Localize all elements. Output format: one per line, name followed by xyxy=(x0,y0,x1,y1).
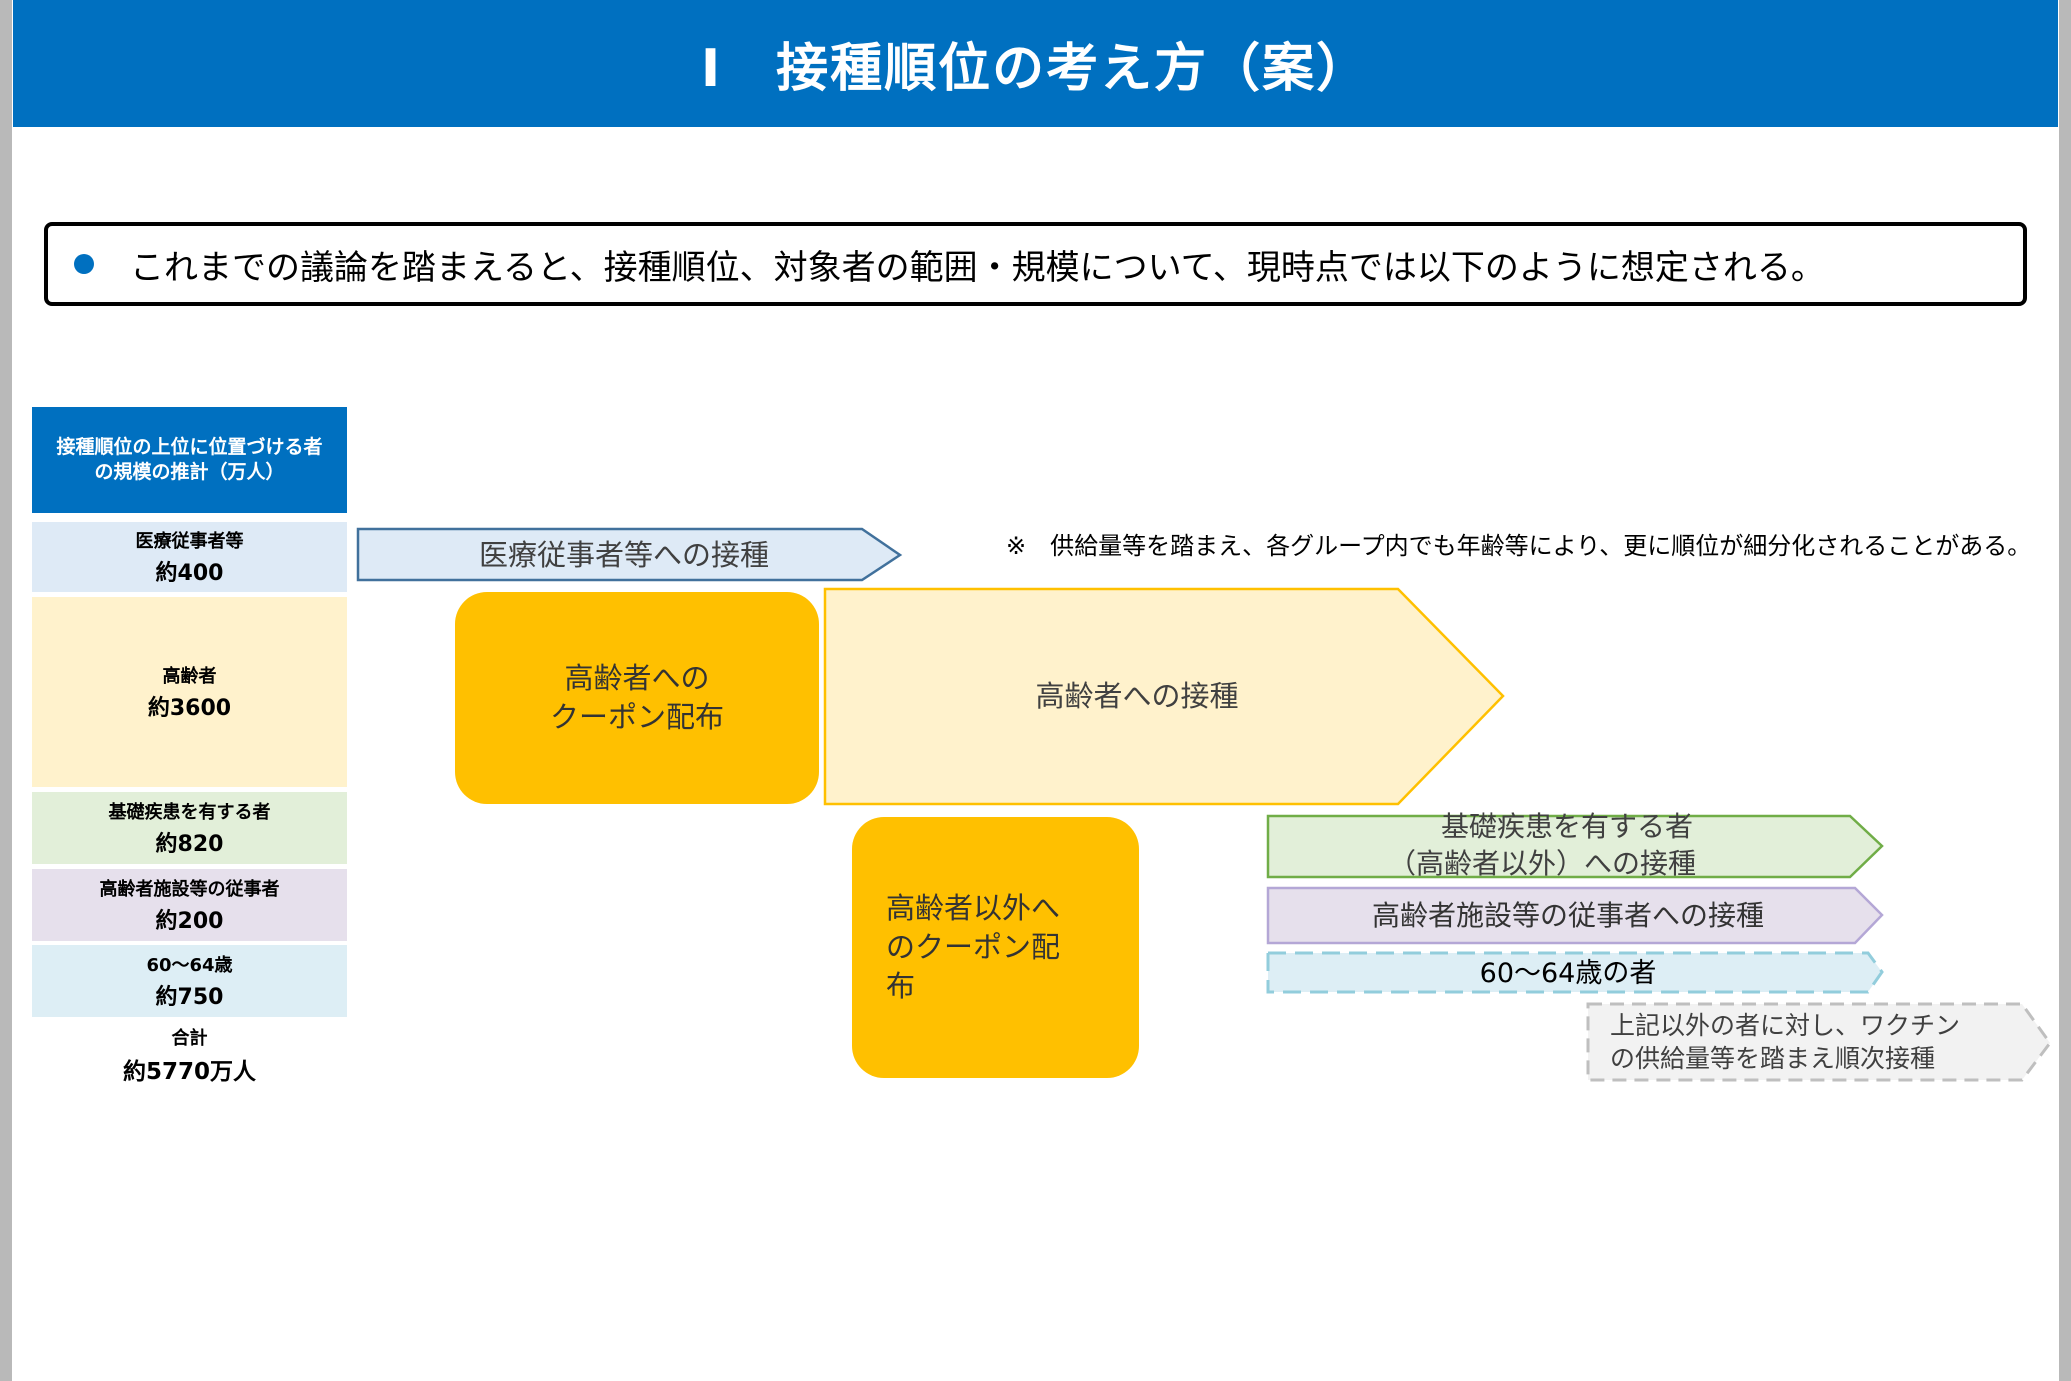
estimate-total-count: 約5770万人 xyxy=(122,1059,256,1085)
arrow-facility-label: 高齢者施設等の従事者への接種 xyxy=(1372,899,1764,932)
estimate-row-count: 約400 xyxy=(155,561,224,586)
estimate-row-count: 約200 xyxy=(155,909,224,934)
arrow-facility-workers xyxy=(1266,886,1884,945)
estimate-row-medical: 医療従事者等 約400 xyxy=(32,522,347,592)
estimate-row-count: 約3600 xyxy=(147,696,232,721)
arrow-medical-workers xyxy=(356,527,903,582)
estimate-row-underlying: 基礎疾患を有する者 約820 xyxy=(32,792,347,864)
arrow-medical-label: 医療従事者等への接種 xyxy=(479,538,769,572)
arrow-underlying-label-2: （高齢者以外）への接種 xyxy=(1388,847,1696,880)
estimate-total: 合計 約5770万人 xyxy=(32,1024,347,1086)
estimate-table-header: 接種順位の上位に位置づける者 の規模の推計（万人） xyxy=(32,407,347,513)
estimate-row-name: 高齢者施設等の従事者 xyxy=(99,879,280,900)
arrow-underlying-label-1: 基礎疾患を有する者 xyxy=(1441,810,1693,843)
slide-title: Ⅰ 接種順位の考え方（案） xyxy=(13,0,2058,127)
window-frame-right xyxy=(2059,0,2071,1381)
estimate-row-name: 基礎疾患を有する者 xyxy=(108,802,271,823)
estimate-row-facility: 高齢者施設等の従事者 約200 xyxy=(32,869,347,941)
footnote: ※ 供給量等を踏まえ、各グループ内でも年齢等により、更に順位が細分化されることが… xyxy=(1006,532,2032,560)
arrow-others-label-2: の供給量等を踏まえ順次接種 xyxy=(1610,1044,1935,1073)
estimate-row-count: 約750 xyxy=(155,985,224,1010)
arrow-elderly xyxy=(823,587,1505,806)
estimate-row-elderly: 高齢者 約3600 xyxy=(32,597,347,787)
summary-text: これまでの議論を踏まえると、接種順位、対象者の範囲・規模について、現時点では以下… xyxy=(130,247,1825,288)
arrow-others-label-1: 上記以外の者に対し、ワクチン xyxy=(1610,1011,1960,1040)
window-frame-left xyxy=(0,0,12,1381)
summary-box: これまでの議論を踏まえると、接種順位、対象者の範囲・規模について、現時点では以下… xyxy=(44,222,2027,306)
arrow-age60-label: 60～64歳の者 xyxy=(1480,958,1657,989)
estimate-row-name: 医療従事者等 xyxy=(135,531,244,552)
estimate-total-label: 合計 xyxy=(171,1028,208,1049)
coupon-elderly: 高齢者への クーポン配布 xyxy=(455,592,819,804)
estimate-row-name: 60～64歳 xyxy=(146,955,233,976)
coupon-non-elderly: 高齢者以外へ のクーポン配 布 xyxy=(852,817,1139,1078)
estimate-row-count: 約820 xyxy=(155,832,224,857)
arrow-age-60-64 xyxy=(1266,951,1884,994)
bullet-icon xyxy=(74,254,94,274)
estimate-row-age60: 60～64歳 約750 xyxy=(32,945,347,1017)
arrow-elderly-label: 高齢者への接種 xyxy=(1035,679,1238,713)
estimate-row-name: 高齢者 xyxy=(162,666,217,687)
arrow-underlying-conditions xyxy=(1266,814,1884,879)
arrow-others xyxy=(1586,1002,2052,1082)
